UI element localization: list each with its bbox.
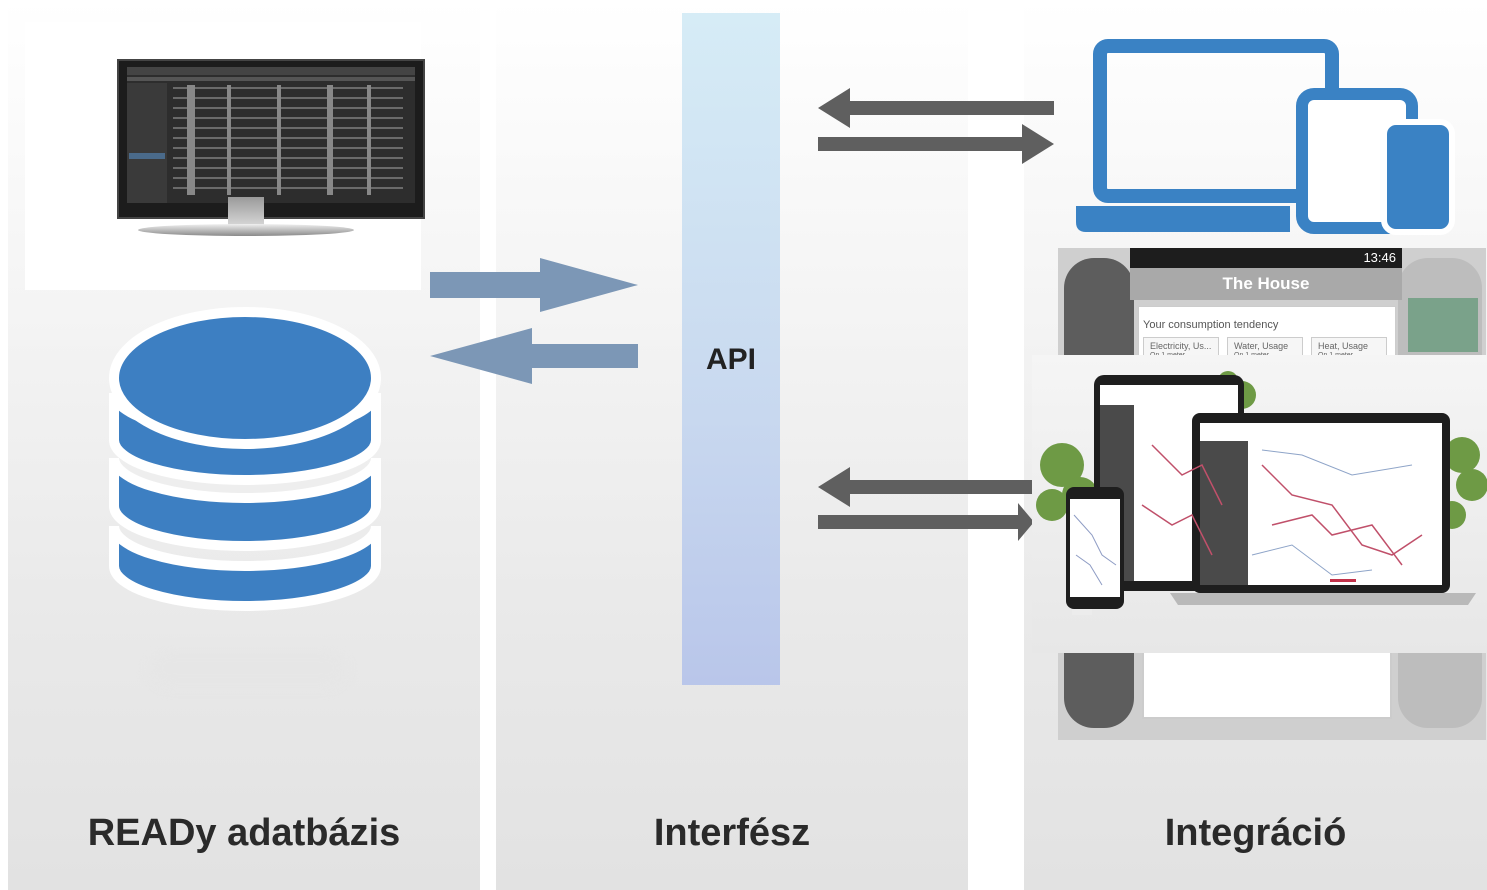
arrow-right-to-api [430,258,638,312]
arrow-left-to-api-upper [818,88,1054,128]
api-bar: API [682,13,780,685]
monitor-frame [117,59,425,219]
app-status-bar: 13:46 [1130,248,1402,268]
monitor-icon [25,22,425,290]
arrow-right-to-devices-upper [818,124,1054,164]
arrows-api-devices [818,88,1054,164]
chip-label: Water, Usage [1234,341,1289,351]
devices-icon [1076,39,1455,235]
monitor-screen [127,67,415,203]
api-label: API [705,343,756,376]
column-title-integration: Integráció [1164,812,1347,854]
arrows-api-apps [818,467,1034,541]
arrows-database-api [430,258,638,384]
monitor-base [138,224,354,236]
consumption-card-title: Your consumption tendency [1143,319,1279,331]
devices-map-photo [1032,355,1487,653]
database-icon [109,307,381,611]
monitor-screen-table [127,67,415,203]
chip-label: Heat, Usage [1318,341,1369,351]
arrow-left-to-database [430,328,638,384]
arrow-right-to-apps-lower [818,503,1034,541]
column-title-interface: Interfész [653,812,811,854]
phone-lower-screen [1142,653,1392,719]
devices-map-illustration [1036,371,1487,615]
column-title-database: READy adatbázis [87,812,401,854]
arrow-left-to-api-lower [818,467,1034,507]
app-header: The House [1130,268,1402,300]
chip-label: Electricity, Us... [1150,341,1212,351]
blurred-label [150,650,346,686]
monitor-stand [228,197,264,225]
